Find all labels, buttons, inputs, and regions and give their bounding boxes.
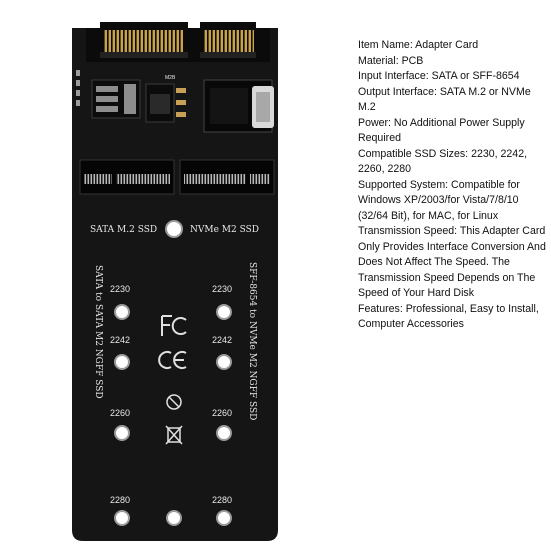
side-label-left: SATA to SATA M2 NGFF SSD (93, 265, 103, 399)
spec-features: Features: Professional, Easy to Install,… (358, 302, 539, 331)
spec-material: Material: PCB (358, 54, 424, 67)
spec-label: Input Interface (358, 70, 426, 82)
side-label-right: SFF-8654 to NVMe M2 NGFF SSD (247, 262, 257, 420)
weee-logo (165, 425, 183, 445)
size-mark-2242-left: 2242 (110, 335, 130, 345)
spec-value: SATA M.2 or NVMe M.2 (358, 85, 531, 114)
svg-text:M2B: M2B (165, 75, 176, 81)
recycle-logo (166, 394, 182, 410)
spec-label: Item Name (358, 39, 410, 51)
spec-value: Adapter Card (415, 39, 479, 51)
spec-compatible-sizes: Compatible SSD Sizes: 2230, 2242, 2260, … (358, 147, 528, 176)
label-nvme-m2: NVMe M2 SSD (190, 225, 259, 235)
product-spec-list: Item Name: Adapter Card Material: PCB In… (358, 38, 548, 333)
size-mark-2230-right: 2230 (212, 284, 232, 294)
side-pads (76, 70, 80, 106)
m2-slot-sata (79, 159, 175, 195)
sff8654-connector (203, 79, 274, 133)
size-mark-2260-left: 2260 (110, 408, 130, 418)
spec-label: Material (358, 54, 396, 67)
spec-output-interface: Output Interface: SATA M.2 or NVMe M.2 (358, 85, 531, 114)
size-mark-2260-right: 2260 (212, 408, 232, 418)
spec-label: Compatible SSD Sizes (358, 147, 466, 160)
spec-value: Professional, Easy to Install, Computer … (358, 302, 539, 331)
spec-label: Output Interface (358, 85, 434, 98)
spec-value: PCB (401, 54, 424, 67)
spec-power: Power: No Additional Power Supply Requir… (358, 116, 525, 145)
spec-value: 2230, 2242, 2260, 2280 (358, 147, 528, 176)
spec-label: Supported System (358, 178, 446, 191)
spec-value: SATA or SFF-8654 (431, 70, 520, 82)
spec-input-interface: Input Interface: SATA or SFF-8654 (358, 70, 520, 82)
standoff-holes (114, 304, 232, 526)
spec-value: No Additional Power Supply Required (358, 116, 525, 145)
fc-logo (161, 315, 187, 336)
voltage-regulator: M2B (91, 75, 186, 123)
spec-value: Compatible for Windows XP/2003/for Vista… (358, 178, 520, 222)
spec-label: Features (358, 302, 400, 315)
ce-logo (158, 351, 187, 369)
size-mark-2230-left: 2230 (110, 284, 130, 294)
spec-item-name: Item Name: Adapter Card (358, 39, 479, 51)
mount-hole (165, 220, 183, 238)
label-sata-m2: SATA M.2 SSD (90, 225, 157, 235)
pcb-board (72, 28, 278, 541)
spec-value: This Adapter Card Only Provides Interfac… (358, 225, 546, 299)
spec-label: Power (358, 116, 389, 129)
size-mark-2280-left: 2280 (110, 495, 130, 505)
size-mark-2280-right: 2280 (212, 495, 232, 505)
spec-transmission-speed: Transmission Speed: This Adapter Card On… (358, 225, 546, 299)
spec-label: Transmission Speed (358, 225, 455, 237)
m2-slot-nvme (179, 159, 275, 195)
sata-connector (86, 22, 270, 62)
spec-supported-system: Supported System: Compatible for Windows… (358, 178, 520, 222)
size-mark-2242-right: 2242 (212, 335, 232, 345)
